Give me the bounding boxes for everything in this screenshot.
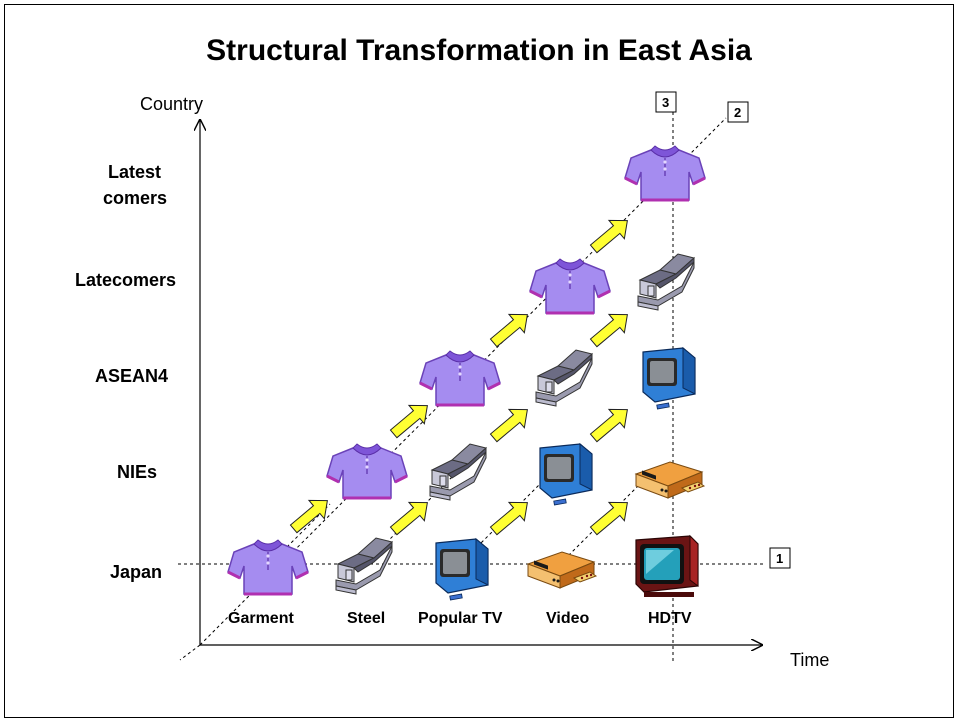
row-label-asean4: ASEAN4 [95, 366, 168, 386]
product-label-steel: Steel [347, 610, 385, 627]
arrow-icon [385, 395, 436, 444]
row-label-nies: NIEs [117, 462, 157, 482]
row-label-latecomers: Latecomers [75, 270, 176, 290]
steel-icon [535, 349, 593, 407]
product-label-popular-tv: Popular TV [418, 610, 503, 627]
row-label-japan: Japan [110, 562, 162, 582]
arrow-icon [485, 492, 536, 541]
product-label-video: Video [546, 610, 590, 627]
arrow-icon [585, 492, 636, 541]
marker-label-1: 1 [776, 551, 783, 566]
product-label-garment: Garment [228, 610, 294, 627]
arrow-icon [485, 399, 536, 448]
garment-icon [226, 538, 310, 596]
hdtv-icon [635, 535, 699, 598]
marker-box-1: 1 [769, 547, 791, 569]
row-label-latest-comers: Latest comers [103, 162, 167, 208]
garment-icon [528, 257, 612, 315]
marker-box-2: 2 [727, 101, 749, 123]
garment-icon [623, 144, 707, 202]
arrow-icon [585, 399, 636, 448]
video-recorder-icon [635, 461, 705, 499]
steel-icon [335, 537, 393, 595]
marker-box-3: 3 [655, 91, 677, 113]
arrow-icon [385, 492, 436, 541]
tv-icon [642, 347, 696, 410]
garment-icon [418, 349, 502, 407]
arrow-icon [285, 490, 336, 539]
product-label-hdtv: HDTV [648, 610, 692, 627]
tv-icon [435, 538, 489, 601]
y-axis-label: Country [140, 94, 203, 114]
marker-label-3: 3 [662, 95, 669, 110]
video-recorder-icon [527, 551, 597, 589]
steel-icon [637, 253, 695, 311]
steel-icon [429, 443, 487, 501]
marker-label-2: 2 [734, 105, 741, 120]
slide-frame [4, 4, 954, 718]
tv-icon [539, 443, 593, 506]
arrow-icon [585, 210, 636, 259]
arrow-icon [485, 304, 536, 353]
garment-icon [325, 442, 409, 500]
x-axis-label: Time [790, 650, 829, 670]
slide-title: Structural Transformation in East Asia [206, 34, 752, 67]
axis-lines [179, 120, 762, 661]
